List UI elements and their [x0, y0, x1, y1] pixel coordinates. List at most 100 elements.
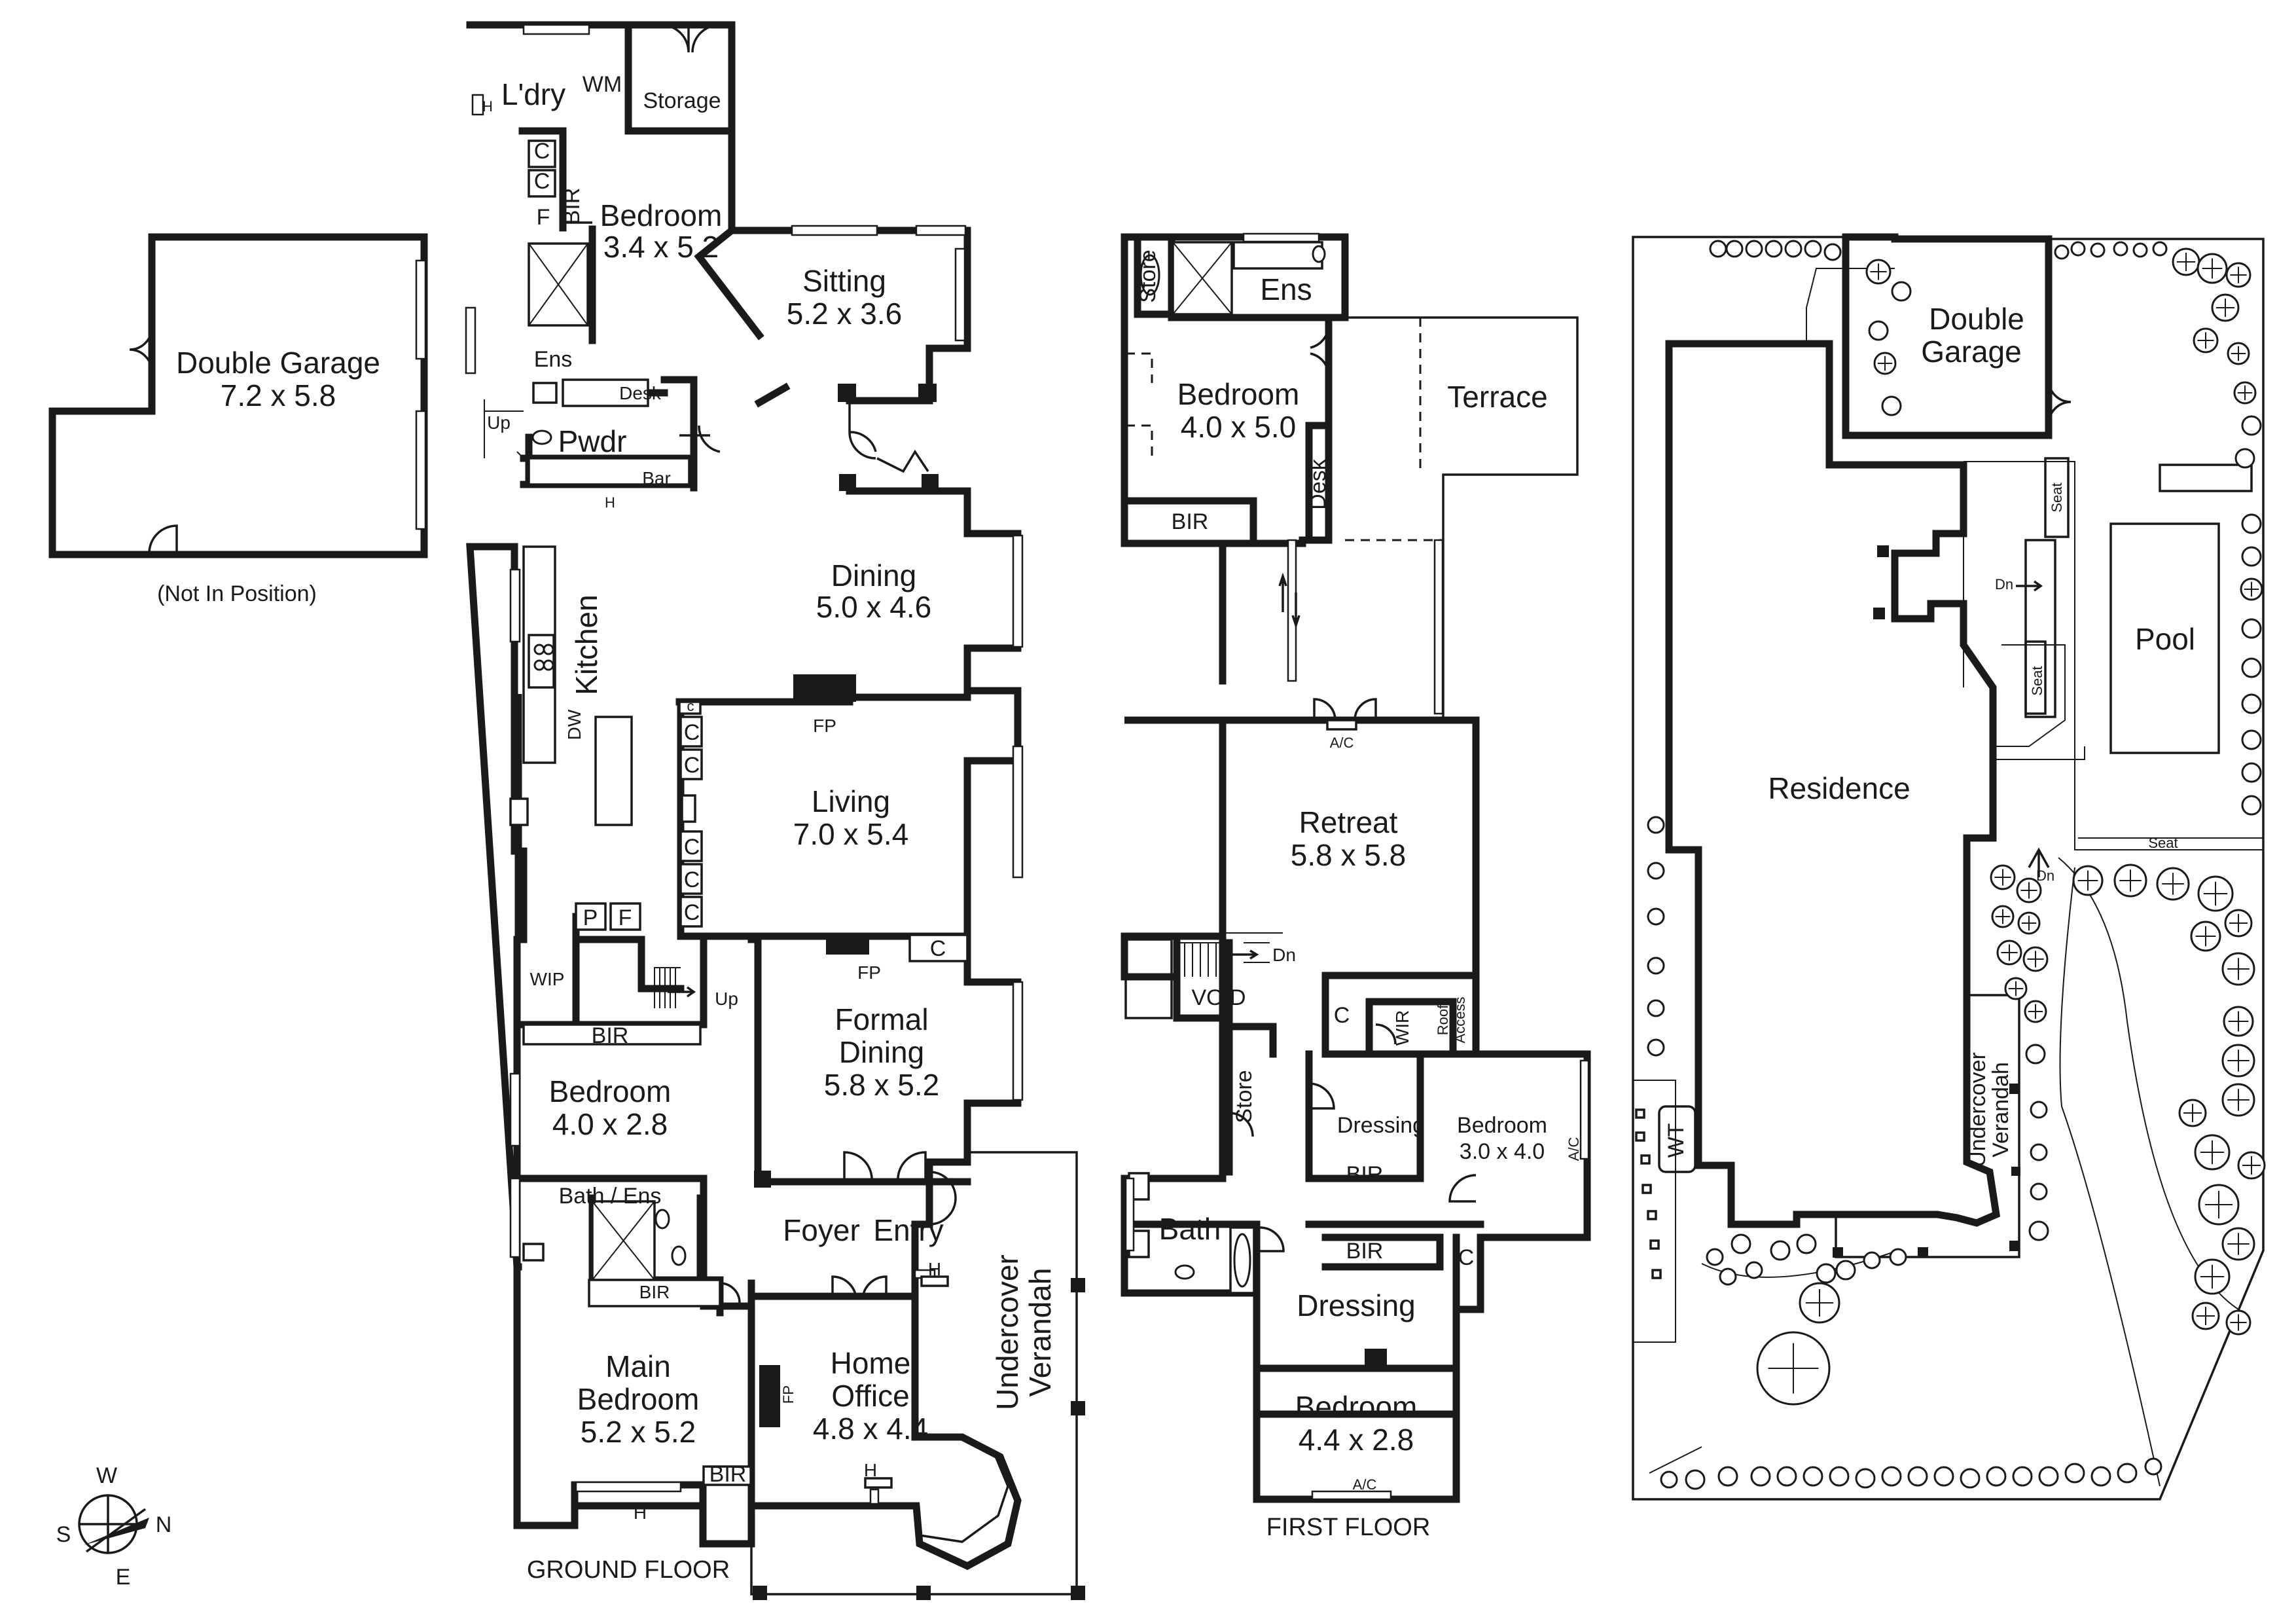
gf-wm-label: WM: [583, 72, 622, 97]
tree-27: [2241, 513, 2262, 534]
tree-31: [2241, 657, 2262, 678]
tree-detail-22: [2197, 332, 2214, 349]
tree-92: [1855, 1468, 1876, 1489]
tree-2: [1745, 240, 1763, 258]
tree-detail-49: [2028, 1004, 2043, 1019]
site-dn-lower: Dn: [2036, 867, 2054, 884]
tree-73: [1706, 1248, 1724, 1266]
tree-detail-58: [2203, 881, 2228, 906]
tree-82: [1889, 1248, 1907, 1266]
gf-formal-dining-dims: 5.8 x 5.2: [824, 1068, 939, 1102]
first-floor-title: FIRST FLOOR: [1266, 1514, 1431, 1541]
compass-n: N: [156, 1512, 172, 1537]
gf-foyer-label: Foyer: [783, 1213, 860, 1247]
tree-detail-42: [1994, 869, 2011, 886]
tree-89: [1776, 1466, 1797, 1487]
ff-c-front: C: [1458, 1245, 1475, 1270]
tree-25: [2241, 415, 2262, 436]
gf-entry-label: Entry: [873, 1213, 943, 1247]
tree-5: [1804, 240, 1822, 258]
ff-dressing-upper: Dressing: [1337, 1113, 1425, 1138]
ff-ac-retreat: A/C: [1330, 735, 1354, 751]
site-plan: Double Garage Residence Pool Seat Seat S…: [1632, 233, 2266, 1501]
site-verandah-label1: Undercover: [1965, 1052, 1990, 1167]
ground-floor-plan: H L'dry WM Storage C C F BIR Bedroom 3.4…: [465, 21, 1085, 1600]
first-floor-plan: Store Ens Terrace Bedroom 4.0 x 5.0 Desk…: [1121, 232, 1591, 1541]
tree-detail-55: [2077, 870, 2098, 891]
tree-94: [1907, 1466, 1928, 1487]
ff-ac-front: A/C: [1353, 1476, 1377, 1493]
tree-36: [1647, 816, 1665, 834]
tree-53: [2030, 1182, 2048, 1201]
gf-f-label: F: [537, 205, 550, 230]
tree-101: [2090, 1466, 2111, 1487]
tree-33: [2241, 729, 2262, 750]
gf-main-bedroom-name2: Bedroom: [577, 1382, 700, 1416]
tree-detail-62: [2228, 1011, 2249, 1032]
tree-detail-69: [2227, 1233, 2250, 1255]
tree-39: [1647, 957, 1665, 975]
gf-h-entry: H: [928, 1259, 941, 1279]
tree-95: [1933, 1466, 1954, 1487]
tree-detail-61: [2227, 958, 2250, 980]
gf-c2-label: C: [534, 169, 550, 194]
tree-detail-43: [2020, 882, 2037, 899]
gf-c-small: c: [687, 698, 694, 714]
gf-verandah-label1: Undercover: [990, 1254, 1024, 1410]
site-garage-label1: Double: [1929, 302, 2024, 336]
tree-35: [2241, 795, 2262, 816]
tree-detail-60: [2195, 926, 2216, 947]
tree-8: [1891, 281, 1912, 302]
ff-store-side: Store: [1232, 1070, 1257, 1123]
site-seat-bottom: Seat: [2148, 835, 2178, 851]
tree-74: [1719, 1267, 1737, 1286]
tree-detail-65: [2183, 1104, 2202, 1122]
tree-6: [1823, 243, 1842, 261]
tree-54: [2028, 1220, 2049, 1241]
tree-32: [2241, 693, 2262, 714]
site-garage-label2: Garage: [1921, 335, 2021, 369]
ff-void-label: VOID: [1191, 985, 1246, 1010]
tree-103: [2144, 1457, 2162, 1476]
gf-desk-label: Desk: [619, 383, 662, 403]
tree-52: [2030, 1143, 2048, 1161]
tree-17: [2152, 241, 2168, 257]
site-seat-mid: Seat: [2029, 666, 2045, 695]
tree-11: [1881, 395, 1902, 416]
tree-80: [1835, 1260, 1856, 1281]
ff-retreat-name: Retreat: [1299, 805, 1398, 839]
gf-c1-label: C: [534, 139, 550, 164]
gf-bedroom-rear-dims: 3.4 x 5.2: [603, 230, 719, 264]
tree-detail-19: [2202, 258, 2223, 279]
tree-detail-67: [2242, 1156, 2261, 1175]
gf-pwdr-label: Pwdr: [558, 424, 627, 458]
gf-h-bar: H: [605, 494, 615, 511]
tree-28: [2241, 546, 2262, 567]
compass-w: W: [96, 1463, 117, 1488]
site-wt-label: WT: [1664, 1123, 1689, 1158]
gf-home-office-name2: Office: [831, 1379, 909, 1413]
tree-4: [1784, 240, 1803, 258]
ff-bath-label: Bath: [1159, 1212, 1221, 1246]
gf-home-office-name1: Home: [831, 1346, 911, 1380]
gf-ens-label: Ens: [534, 347, 573, 372]
tree-91: [1829, 1466, 1850, 1487]
gf-c-living-3: C: [684, 835, 700, 860]
detached-garage: Double Garage 7.2 x 5.8 (Not In Position…: [48, 233, 428, 606]
tree-detail-7: [1870, 263, 1887, 280]
ff-bedroom-side-dims: 3.0 x 4.0: [1460, 1139, 1545, 1164]
tree-1: [1725, 240, 1744, 258]
tree-detail-18: [2177, 253, 2195, 271]
tree-102: [2117, 1463, 2138, 1484]
gf-bedroom-mid-dims: 4.0 x 2.8: [552, 1107, 668, 1141]
gf-formal-dining-name1: Formal: [834, 1002, 928, 1036]
ff-bir-front: BIR: [1346, 1239, 1384, 1264]
site-pool-label: Pool: [2135, 622, 2195, 656]
ff-store-rear: Store: [1136, 249, 1160, 302]
tree-3: [1765, 240, 1783, 258]
gf-up-rear-label: Up: [487, 412, 511, 433]
gf-kitchen-label: Kitchen: [569, 594, 603, 695]
gf-fp-office: FP: [780, 1385, 797, 1404]
ff-bedroom-rear-dims: 4.0 x 5.0: [1181, 410, 1296, 444]
tree-88: [1750, 1466, 1771, 1487]
